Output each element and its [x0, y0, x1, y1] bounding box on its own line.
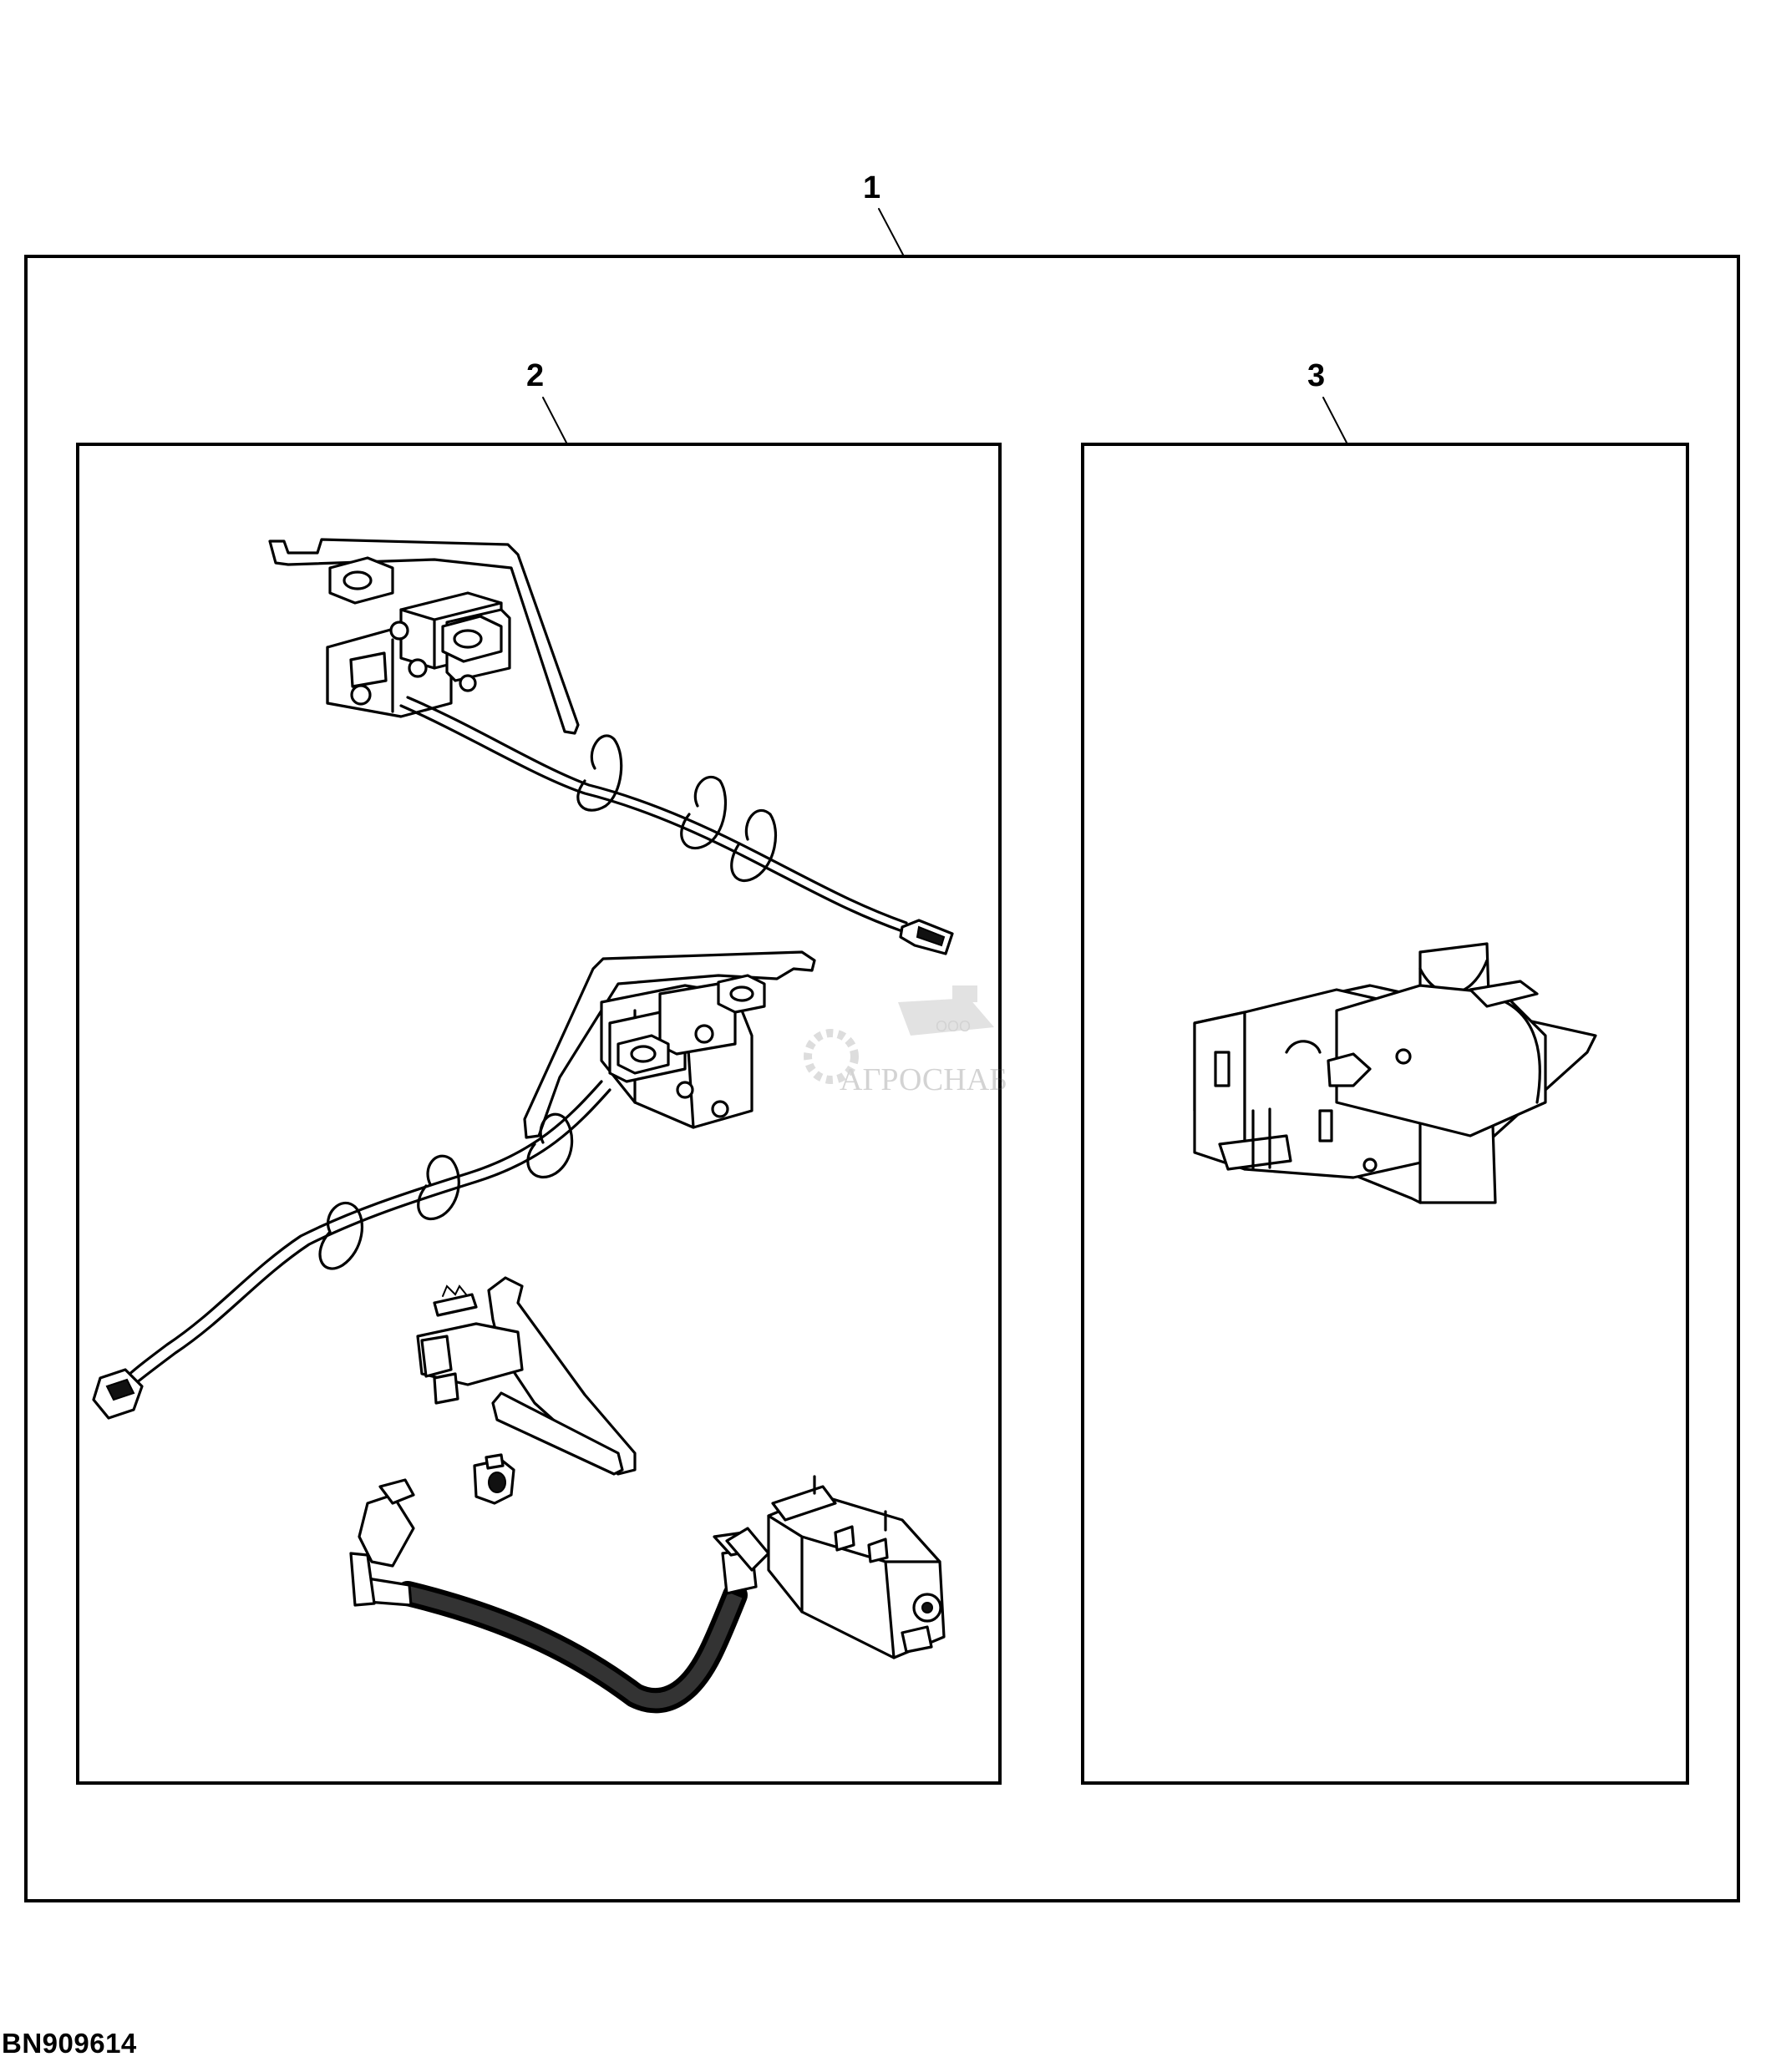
agrosnab-watermark: ООО АГРОСНАБ [804, 985, 1007, 1097]
upper-solenoid-bracket-harness [268, 538, 954, 955]
leader-line-3 [1322, 397, 1347, 443]
watermark-top-text: ООО [936, 1018, 971, 1035]
kit-frame [24, 255, 1740, 1902]
leader-line-2 [542, 397, 567, 443]
pedal-switch-bracket [416, 1276, 637, 1476]
hydraulic-hose-valve [349, 1475, 946, 1714]
bracket-assembly-frame [1081, 443, 1689, 1785]
bracket-assembly [1193, 942, 1597, 1204]
lower-solenoid-bracket-harness [92, 950, 816, 1420]
harness-kit-frame [76, 443, 1002, 1785]
callout-1: 1 [863, 170, 880, 205]
leader-line-1 [878, 208, 904, 256]
small-fitting [473, 1453, 515, 1505]
callout-3: 3 [1307, 358, 1325, 393]
figure-id: BN909614 [2, 2028, 137, 2059]
callout-2: 2 [526, 358, 544, 393]
watermark-main-text: АГРОСНАБ [840, 1062, 1007, 1097]
